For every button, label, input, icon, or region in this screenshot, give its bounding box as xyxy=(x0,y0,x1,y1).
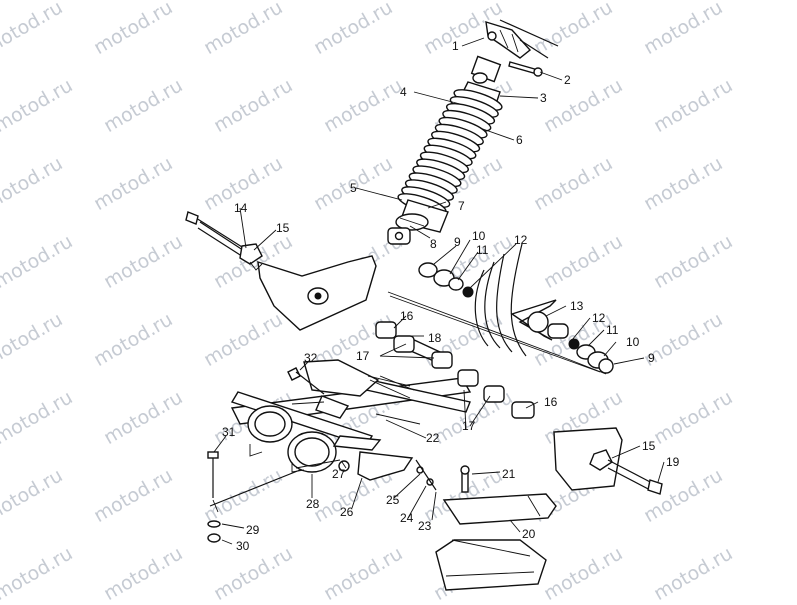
callout-13: 13 xyxy=(570,299,584,313)
callout-17a: 17 xyxy=(356,349,370,363)
callout-20: 20 xyxy=(522,527,536,541)
callout-12b: 12 xyxy=(592,311,606,325)
leader-lines xyxy=(213,37,665,545)
left-side-plate xyxy=(185,211,377,331)
callout-17b: 17 xyxy=(462,419,476,433)
shock-absorber xyxy=(387,55,503,245)
callout-15a: 15 xyxy=(276,221,290,235)
lower-bolt xyxy=(207,451,301,543)
callout-12a: 12 xyxy=(514,233,528,247)
callout-28: 28 xyxy=(306,497,320,511)
callout-19: 19 xyxy=(666,455,680,469)
callout-16b: 16 xyxy=(544,395,558,409)
callout-9b: 9 xyxy=(648,351,655,365)
callout-2: 2 xyxy=(564,73,571,87)
callout-21: 21 xyxy=(502,467,516,481)
upper-mount-bracket xyxy=(485,19,559,77)
callout-7: 7 xyxy=(458,199,465,213)
callout-14: 14 xyxy=(234,201,248,215)
callout-32: 32 xyxy=(304,351,318,365)
callout-4: 4 xyxy=(400,85,407,99)
callout-22: 22 xyxy=(426,431,440,445)
callout-10a: 10 xyxy=(472,229,486,243)
callout-24: 24 xyxy=(400,511,414,525)
callout-1: 1 xyxy=(452,39,459,53)
callout-27: 27 xyxy=(332,467,346,481)
hub-and-hardware xyxy=(387,243,614,375)
callout-5: 5 xyxy=(350,181,357,195)
callout-11b: 11 xyxy=(606,323,619,337)
callout-15b: 15 xyxy=(642,439,656,453)
callout-31: 31 xyxy=(222,425,236,439)
callout-26: 26 xyxy=(340,505,354,519)
callout-8: 8 xyxy=(430,237,437,251)
callout-labels: 1 2 3 4 5 6 7 8 9 10 11 12 13 14 15 16 1… xyxy=(222,39,680,553)
callout-16a: 16 xyxy=(400,309,414,323)
callout-23: 23 xyxy=(418,519,432,533)
callout-18: 18 xyxy=(428,331,442,345)
callout-3: 3 xyxy=(540,91,547,105)
callout-29: 29 xyxy=(246,523,260,537)
callout-25: 25 xyxy=(386,493,400,507)
clamp-assembly xyxy=(247,367,414,481)
callout-11a: 11 xyxy=(476,243,489,257)
callout-6: 6 xyxy=(516,133,523,147)
callout-9a: 9 xyxy=(454,235,461,249)
callout-30: 30 xyxy=(236,539,250,553)
lower-plates xyxy=(415,427,663,591)
callout-10b: 10 xyxy=(626,335,640,349)
